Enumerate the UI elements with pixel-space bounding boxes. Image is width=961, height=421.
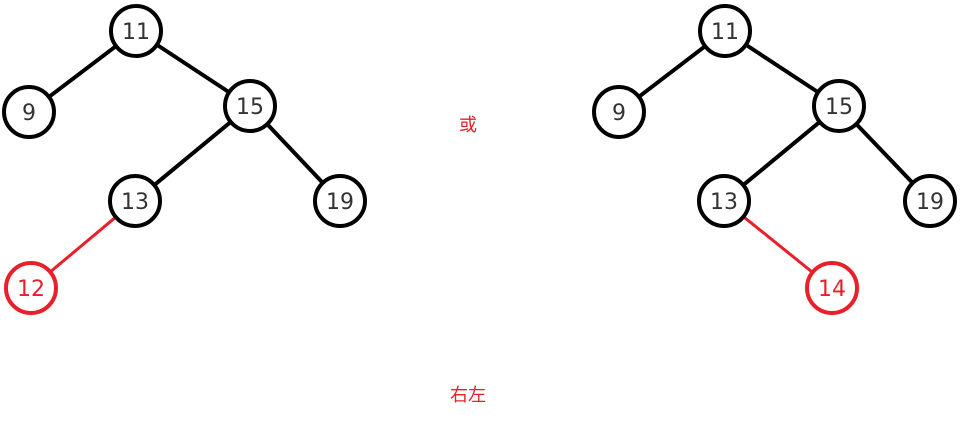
edge-15-19 — [265, 122, 325, 185]
node-11: 11 — [109, 4, 163, 58]
node-11: 11 — [698, 4, 752, 58]
rotation-type-label: 右左 — [450, 385, 486, 406]
left-tree: 11 9 15 13 19 12 — [2, 4, 367, 315]
node-circle — [697, 174, 751, 228]
edge-15-13 — [742, 120, 821, 187]
node-14: 14 — [805, 261, 859, 315]
node-label: 9 — [612, 101, 626, 126]
edge-11-9 — [47, 44, 118, 99]
edge-11-15 — [155, 43, 231, 94]
node-label: 13 — [121, 190, 149, 215]
right-tree: 11 9 15 13 19 14 — [592, 4, 957, 315]
edge-11-9 — [637, 44, 707, 99]
node-circle — [109, 4, 163, 58]
node-13: 13 — [697, 174, 751, 228]
node-15: 15 — [812, 79, 866, 133]
node-19: 19 — [313, 174, 367, 228]
node-circle — [592, 85, 646, 139]
node-19: 19 — [903, 174, 957, 228]
node-circle — [2, 85, 56, 139]
edge-15-13 — [153, 120, 232, 187]
node-circle — [903, 174, 957, 228]
node-label: 11 — [711, 20, 739, 45]
node-label: 15 — [236, 95, 264, 120]
node-label: 13 — [710, 190, 738, 215]
node-9: 9 — [2, 85, 56, 139]
node-circle — [812, 79, 866, 133]
node-label: 19 — [916, 190, 944, 215]
node-label: 9 — [22, 101, 36, 126]
node-circle — [108, 174, 162, 228]
node-label: 14 — [818, 277, 846, 302]
node-15: 15 — [223, 79, 277, 133]
node-12: 12 — [4, 261, 58, 315]
edge-13-12 — [49, 215, 117, 274]
node-label: 11 — [122, 20, 150, 45]
node-13: 13 — [108, 174, 162, 228]
node-circle — [805, 261, 859, 315]
node-circle — [313, 174, 367, 228]
node-circle — [223, 79, 277, 133]
node-circle — [4, 261, 58, 315]
node-circle — [698, 4, 752, 58]
edge-15-19 — [854, 122, 915, 185]
node-9: 9 — [592, 85, 646, 139]
or-label: 或 — [459, 115, 477, 136]
edge-13-14 — [742, 215, 814, 274]
edge-11-15 — [744, 43, 820, 94]
node-label: 19 — [326, 190, 354, 215]
node-label: 15 — [825, 95, 853, 120]
node-label: 12 — [17, 277, 45, 302]
